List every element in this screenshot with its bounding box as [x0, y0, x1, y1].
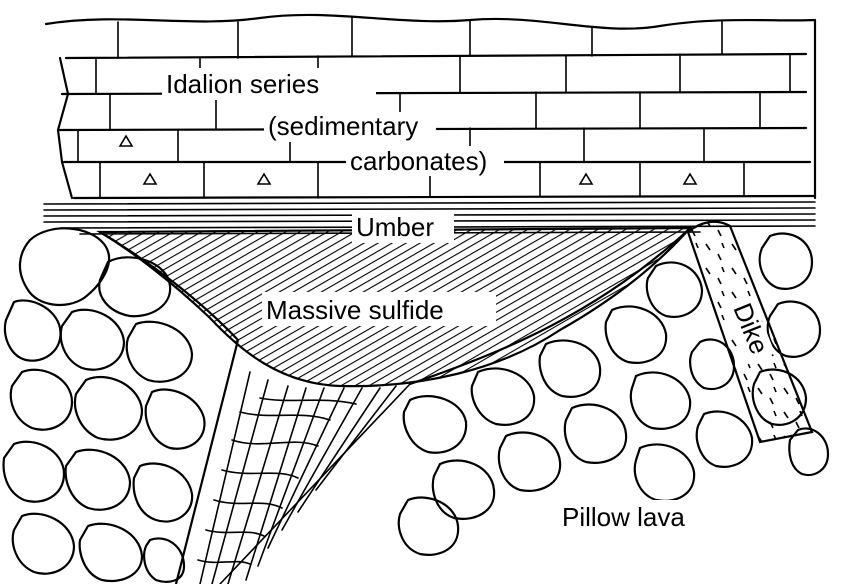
label-pillow-lava: Pillow lava	[558, 500, 724, 534]
sedimentary-label: (sedimentary	[268, 111, 418, 141]
label-idalion-series: Idalion series	[162, 68, 376, 100]
umber-label: Umber	[356, 212, 434, 242]
idalion-series-label: Idalion series	[166, 69, 319, 99]
label-sedimentary: (sedimentary	[264, 111, 436, 142]
pillow-lava-label: Pillow lava	[562, 502, 685, 532]
label-carbonates: carbonates)	[346, 146, 504, 176]
label-umber: Umber	[352, 212, 454, 243]
label-massive-sulfide: Massive sulfide	[262, 292, 496, 326]
massive-sulfide-label: Massive sulfide	[266, 295, 444, 325]
carbonates-label: carbonates)	[350, 146, 487, 176]
